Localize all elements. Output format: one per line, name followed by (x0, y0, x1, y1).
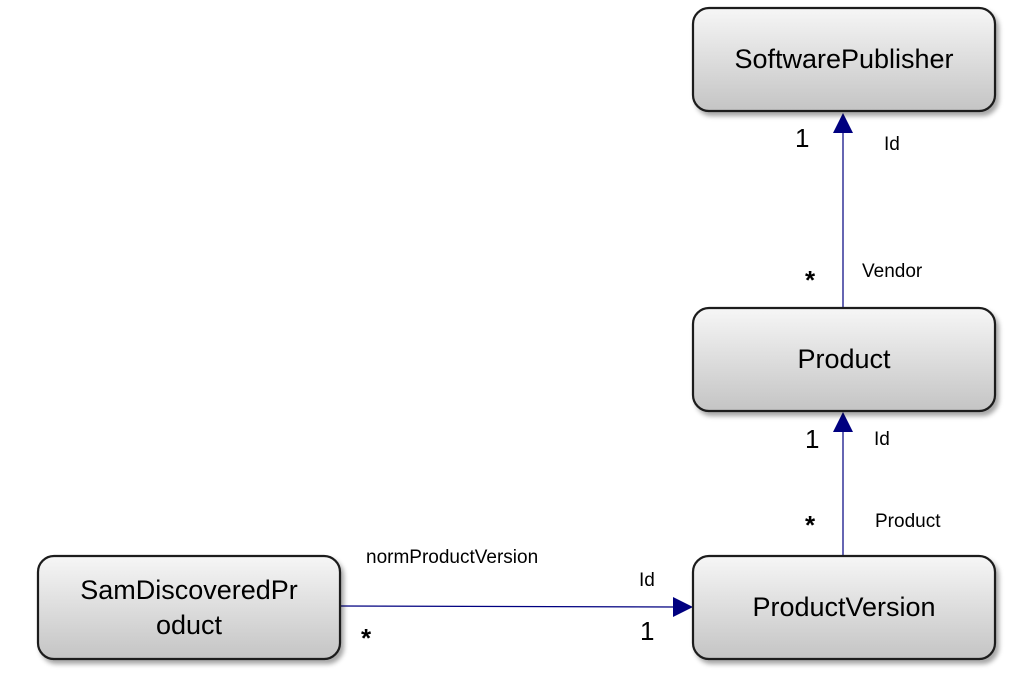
connector-product-to-publisher (833, 113, 853, 307)
target-role-label: Id (874, 429, 890, 450)
entity-label: SoftwarePublisher (734, 44, 953, 74)
connector-discovered-to-version (340, 597, 693, 617)
entity-product[interactable]: Product (691, 306, 997, 413)
connector-line (340, 605, 676, 608)
entity-product-version[interactable]: ProductVersion (691, 554, 997, 661)
entity-software-publisher[interactable]: SoftwarePublisher (691, 6, 997, 113)
arrowhead-icon (833, 113, 853, 133)
connector-version-to-product (833, 412, 853, 555)
source-role-label: Product (875, 511, 941, 532)
entity-label: Product (797, 344, 891, 374)
target-multiplicity: 1 (805, 424, 819, 454)
source-multiplicity: * (805, 510, 816, 540)
arrowhead-icon (673, 597, 693, 617)
target-multiplicity: 1 (640, 616, 654, 646)
entity-label: ProductVersion (752, 592, 935, 622)
source-role-label: Vendor (862, 261, 923, 282)
entity-sam-discovered-product[interactable]: SamDiscoveredPr oduct (36, 554, 342, 661)
entity-box (36, 554, 342, 661)
source-multiplicity: * (361, 623, 372, 653)
target-multiplicity: 1 (795, 123, 809, 153)
arrowhead-icon (833, 412, 853, 432)
source-multiplicity: * (805, 265, 816, 295)
entity-box (691, 306, 997, 413)
entity-label-line-2: oduct (156, 610, 223, 640)
entity-box (691, 554, 997, 661)
target-role-label: Id (639, 570, 655, 591)
entity-label-line-1: SamDiscoveredPr (80, 575, 298, 605)
source-role-label: normProductVersion (366, 547, 538, 568)
target-role-label: Id (884, 134, 900, 155)
entity-box (691, 6, 997, 113)
